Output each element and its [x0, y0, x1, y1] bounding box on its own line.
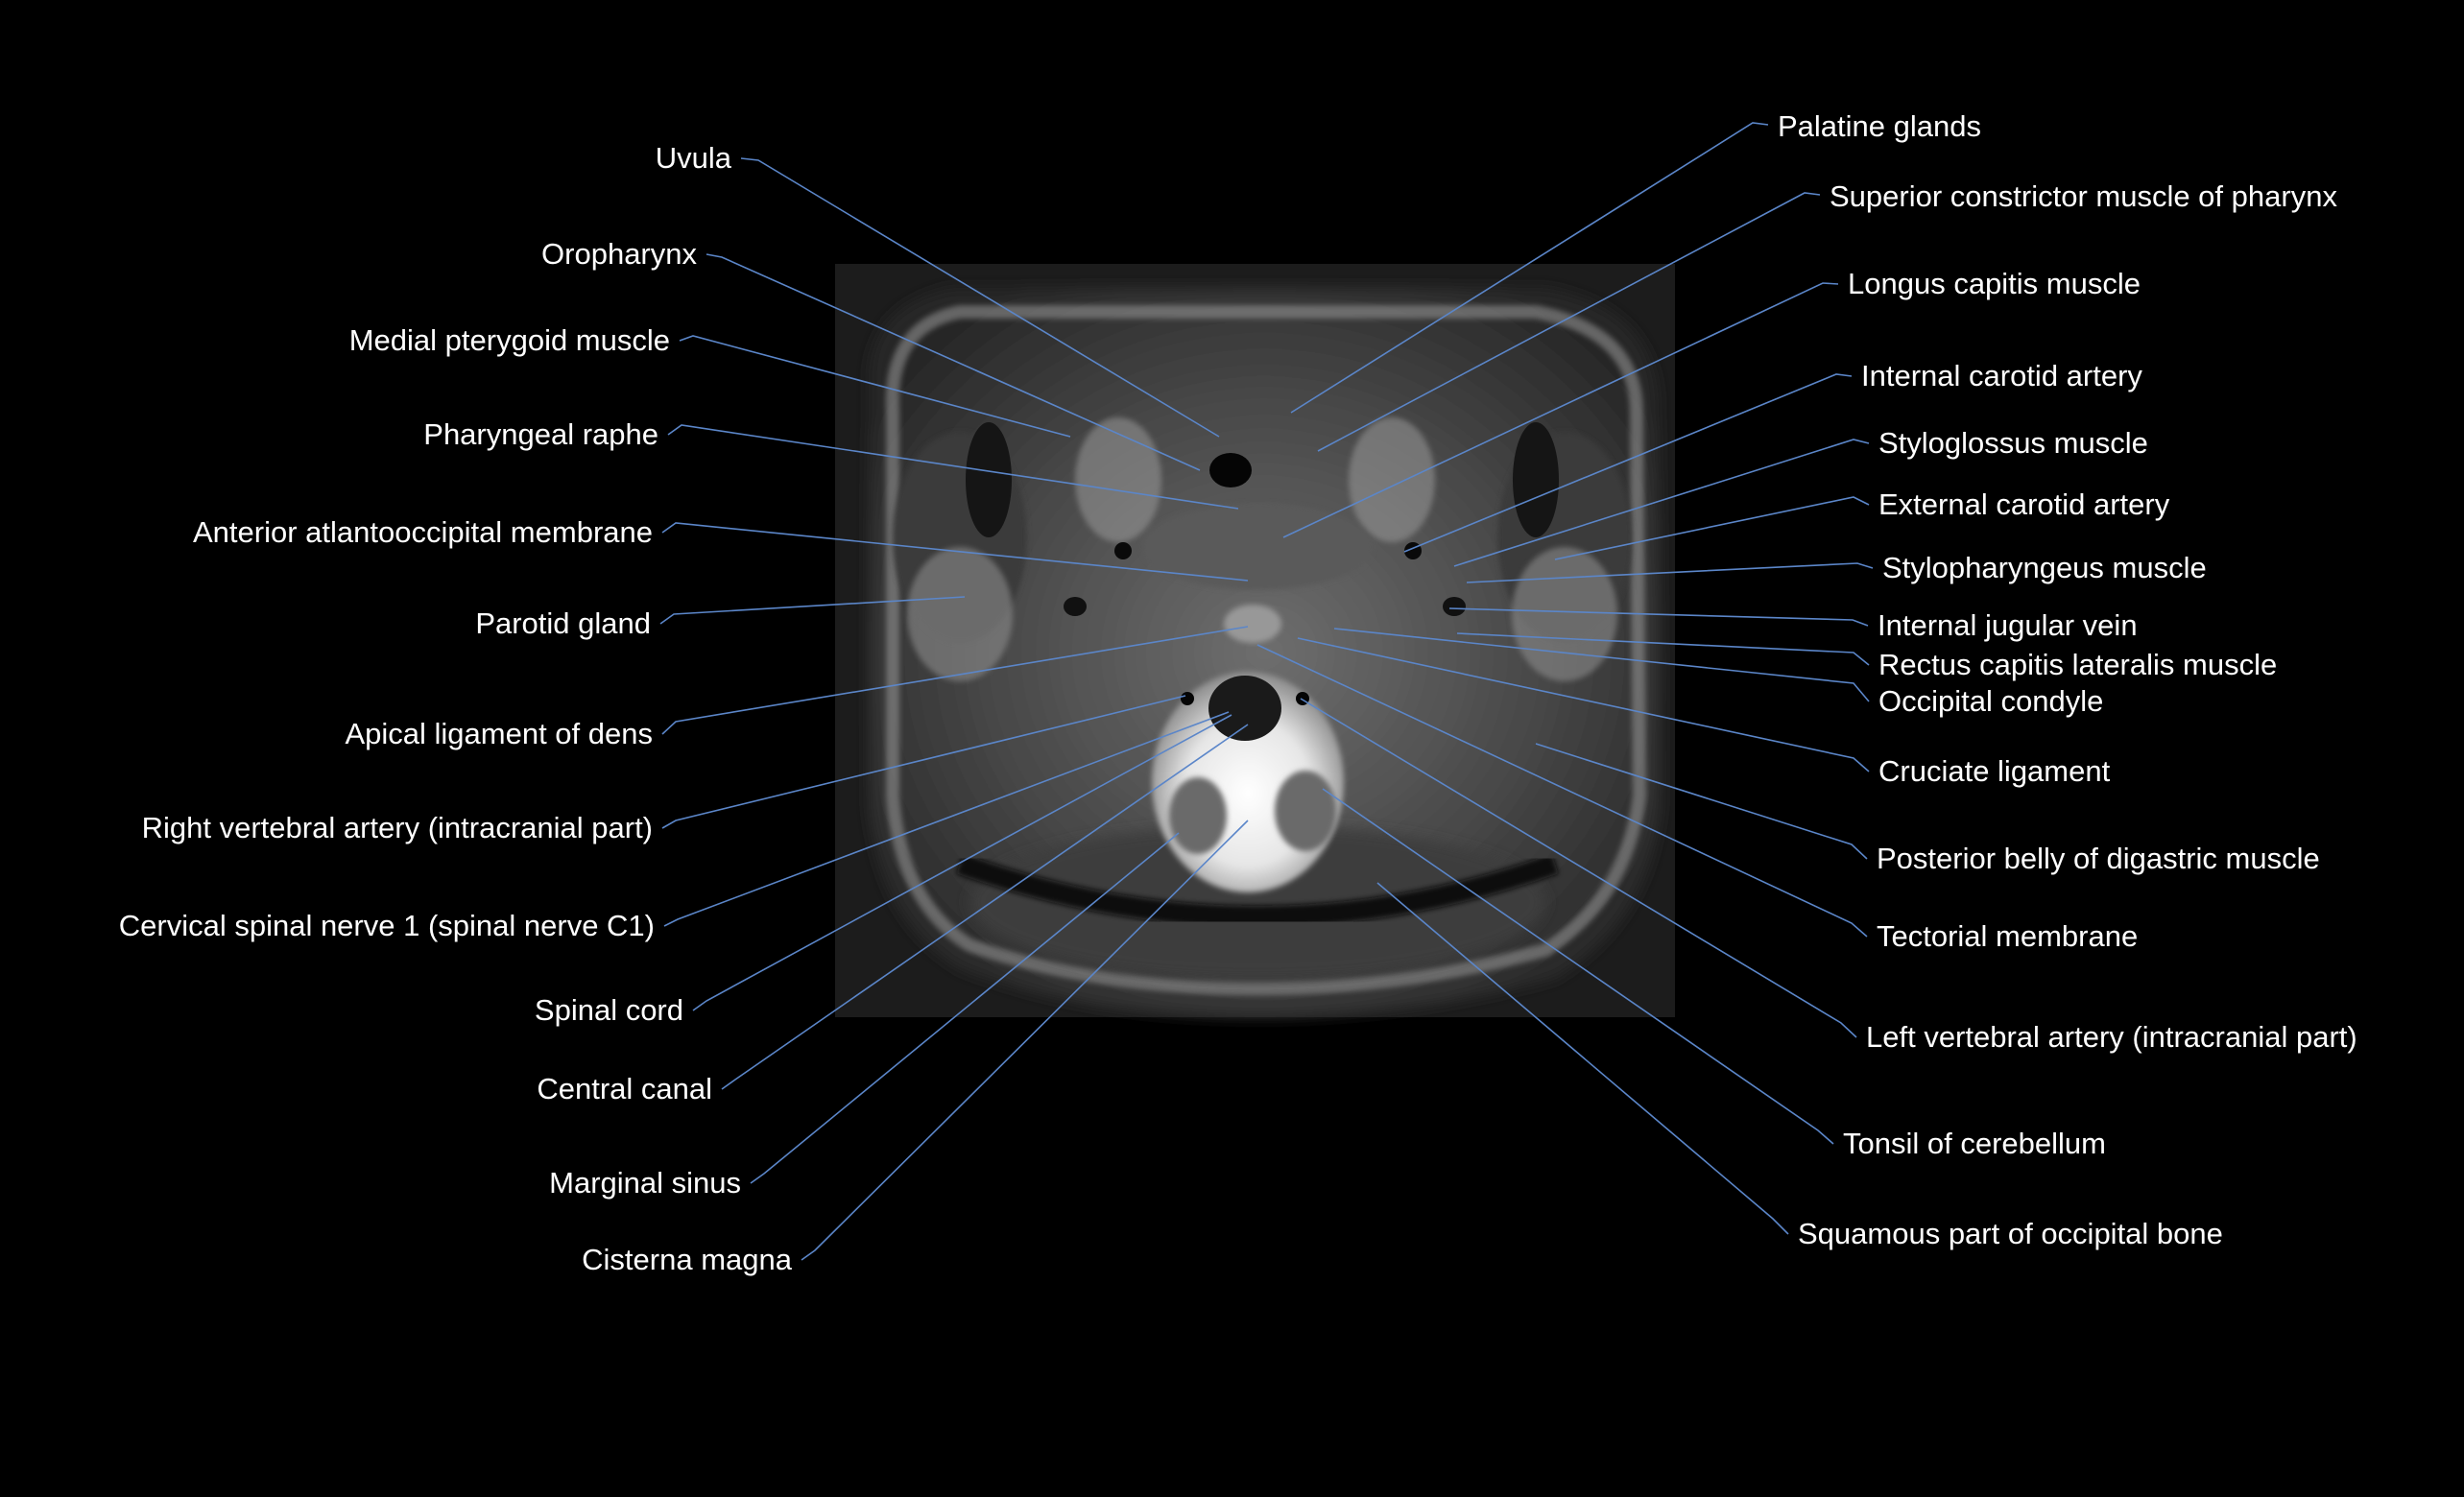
- left-pterygoid-region: [1349, 417, 1435, 542]
- right-parotid-bright: [907, 547, 1013, 681]
- subcutaneous-fat-ring: [885, 305, 1647, 996]
- label-rectus-capitis-lateralis-muscle: Rectus capitis lateralis muscle: [1878, 648, 2277, 681]
- label-tectorial-membrane: Tectorial membrane: [1877, 919, 2138, 953]
- leader-lines: [659, 122, 1874, 1261]
- right-cerebellar-tonsil-image: [1169, 777, 1227, 854]
- left-mandible-ramus: [1513, 422, 1559, 537]
- oropharynx-airway: [1209, 453, 1252, 487]
- leader-line-posterior-belly-of-digastric-muscle: [1535, 743, 1868, 860]
- left-internal-carotid-void: [1114, 542, 1132, 559]
- label-central-canal: Central canal: [537, 1072, 712, 1105]
- leader-line-external-carotid-artery: [1554, 496, 1870, 560]
- prevertebral-soft-tissue: [1142, 504, 1373, 590]
- mri-image: [835, 264, 1675, 1017]
- label-cisterna-magna: Cisterna magna: [582, 1243, 793, 1276]
- leader-line-anterior-atlantooccipital-membrane: [661, 522, 1249, 582]
- label-internal-carotid-artery: Internal carotid artery: [1861, 359, 2142, 392]
- leader-line-central-canal: [721, 724, 1249, 1090]
- label-parotid-gland: Parotid gland: [475, 606, 651, 640]
- leader-line-uvula: [740, 157, 1220, 438]
- leader-line-palatine-glands: [1290, 122, 1769, 414]
- label-apical-ligament-of-dens: Apical ligament of dens: [345, 717, 653, 750]
- leader-line-rectus-capitis-lateralis-muscle: [1456, 632, 1870, 666]
- label-external-carotid-artery: External carotid artery: [1878, 487, 2170, 521]
- label-palatine-glands: Palatine glands: [1778, 109, 1981, 143]
- leader-line-medial-pterygoid-muscle: [679, 335, 1071, 438]
- label-uvula: Uvula: [656, 141, 732, 175]
- right-mandible-ramus: [966, 422, 1012, 537]
- leader-line-superior-constrictor-muscle: [1317, 192, 1821, 452]
- leader-line-internal-jugular-vein: [1448, 607, 1869, 627]
- leader-line-tonsil-of-cerebellum: [1322, 788, 1834, 1145]
- leader-line-cervical-spinal-nerve-1: [663, 711, 1230, 927]
- leader-line-occipital-condyle: [1333, 628, 1870, 702]
- left-label-column: Uvula Oropharynx Medial pterygoid muscle…: [119, 141, 793, 1276]
- leader-line-spinal-cord: [692, 714, 1232, 1011]
- label-tonsil-of-cerebellum: Tonsil of cerebellum: [1843, 1127, 2106, 1160]
- leader-line-parotid-gland: [659, 596, 966, 625]
- label-longus-capitis-muscle: Longus capitis muscle: [1848, 267, 2141, 300]
- right-vertebral-artery-void: [1181, 692, 1194, 705]
- leader-line-squamous-part-of-occipital-bone: [1376, 882, 1789, 1235]
- leader-line-longus-capitis-muscle: [1282, 282, 1839, 538]
- label-squamous-part-of-occipital-bone: Squamous part of occipital bone: [1798, 1217, 2223, 1250]
- label-cervical-spinal-nerve-1: Cervical spinal nerve 1 (spinal nerve C1…: [119, 909, 655, 942]
- right-label-column: Palatine glands Superior constrictor mus…: [1778, 109, 2357, 1250]
- label-right-vertebral-artery: Right vertebral artery (intracranial par…: [142, 811, 653, 844]
- leader-line-oropharynx: [706, 253, 1201, 471]
- label-internal-jugular-vein: Internal jugular vein: [1878, 608, 2138, 642]
- label-anterior-atlantooccipital-membrane: Anterior atlantooccipital membrane: [193, 515, 653, 549]
- leader-line-pharyngeal-raphe: [667, 424, 1239, 510]
- label-occipital-condyle: Occipital condyle: [1878, 684, 2103, 718]
- head-outline: [868, 288, 1661, 1017]
- label-oropharynx: Oropharynx: [541, 237, 697, 271]
- label-spinal-cord: Spinal cord: [535, 993, 683, 1027]
- left-parotid-bright: [1512, 547, 1617, 681]
- leader-line-left-vertebral-artery: [1300, 698, 1857, 1038]
- leader-line-tectorial-membrane: [1256, 644, 1868, 938]
- label-cruciate-ligament: Cruciate ligament: [1878, 754, 2111, 788]
- leader-line-stylopharyngeus-muscle: [1466, 562, 1874, 583]
- leader-line-marginal-sinus: [750, 832, 1180, 1184]
- label-marginal-sinus: Marginal sinus: [549, 1166, 741, 1200]
- dens-region: [1224, 605, 1281, 643]
- spinal-cord-image: [1208, 676, 1281, 741]
- posterior-neck-muscles: [969, 825, 1545, 979]
- leader-line-cisterna-magna: [801, 820, 1249, 1261]
- occipital-bone-band: [956, 853, 1559, 927]
- label-styloglossus-muscle: Styloglossus muscle: [1878, 426, 2148, 460]
- leader-line-styloglossus-muscle: [1453, 439, 1870, 567]
- leader-line-cruciate-ligament: [1297, 637, 1870, 772]
- right-pterygoid-region: [1075, 417, 1161, 542]
- leader-line-right-vertebral-artery: [661, 695, 1186, 829]
- label-pharyngeal-raphe: Pharyngeal raphe: [423, 417, 658, 451]
- label-posterior-belly-of-digastric-muscle: Posterior belly of digastric muscle: [1877, 842, 2320, 875]
- left-jugular-void: [1064, 597, 1087, 616]
- right-jugular-void: [1443, 597, 1466, 616]
- label-stylopharyngeus-muscle: Stylopharyngeus muscle: [1882, 551, 2207, 584]
- label-medial-pterygoid-muscle: Medial pterygoid muscle: [349, 323, 670, 357]
- label-left-vertebral-artery: Left vertebral artery (intracranial part…: [1866, 1020, 2357, 1054]
- leader-line-apical-ligament-of-dens: [661, 626, 1249, 735]
- label-superior-constrictor-muscle: Superior constrictor muscle of pharynx: [1830, 179, 2337, 213]
- left-cerebellar-tonsil-image: [1275, 771, 1336, 851]
- leader-line-internal-carotid-artery: [1403, 373, 1853, 553]
